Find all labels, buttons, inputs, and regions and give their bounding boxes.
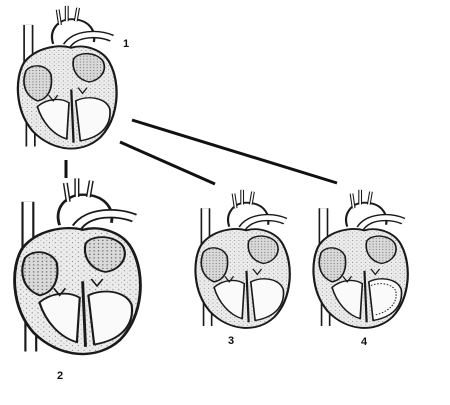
heart-label-3: 3 (228, 335, 235, 347)
heart-3-drawing (195, 190, 289, 328)
heart-label-1: 1 (123, 38, 130, 50)
heart-label-2: 2 (57, 370, 64, 382)
heart-4-drawing (313, 190, 407, 328)
heart-2-drawing (15, 178, 141, 354)
thickened-wall-marking (368, 278, 403, 321)
heart-label-4: 4 (361, 336, 368, 348)
heart-1-drawing (18, 6, 117, 149)
connector-lines (64, 118, 338, 186)
connector-1-to-3 (119, 140, 216, 186)
connector-1-to-4 (131, 118, 338, 185)
